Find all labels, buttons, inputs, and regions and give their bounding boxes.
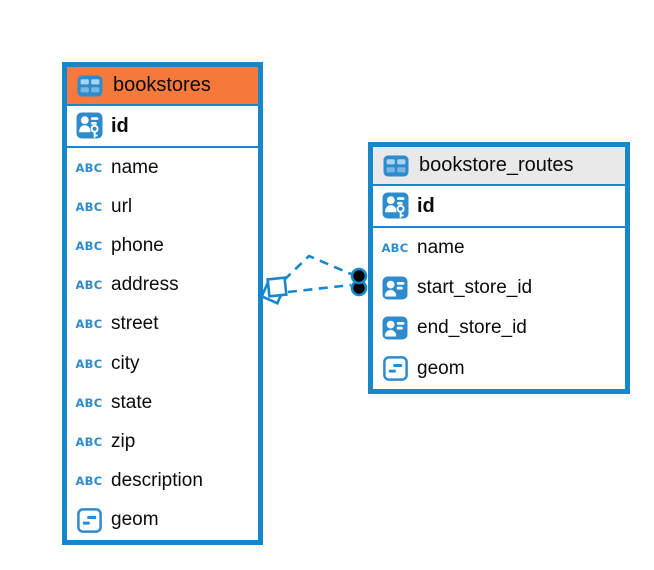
target-dot-marker[interactable] bbox=[350, 267, 368, 297]
entity-table-bookstore-routes[interactable]: bookstore_routes id ABC name start_store_i… bbox=[368, 142, 630, 394]
entity-title: bookstores bbox=[113, 74, 211, 96]
column-label: id bbox=[111, 114, 129, 137]
column-row[interactable]: ABC state bbox=[67, 383, 258, 422]
relationship-line-upper[interactable] bbox=[283, 254, 352, 281]
relationship-line-lower[interactable] bbox=[287, 283, 352, 294]
abc-icon: ABC bbox=[381, 241, 409, 256]
column-label: name bbox=[111, 156, 159, 178]
column-label: address bbox=[111, 274, 179, 296]
column-label: city bbox=[111, 352, 140, 374]
abc-icon: ABC bbox=[75, 160, 103, 175]
table-icon bbox=[381, 155, 411, 177]
column-row[interactable]: ABC city bbox=[67, 344, 258, 383]
abc-icon: ABC bbox=[75, 474, 103, 489]
entity-header[interactable]: bookstore_routes bbox=[373, 147, 625, 186]
column-row[interactable]: ABC phone bbox=[67, 226, 258, 265]
column-label: url bbox=[111, 195, 133, 217]
table-icon bbox=[75, 75, 105, 97]
column-row[interactable]: ABC address bbox=[67, 266, 258, 305]
abc-icon: ABC bbox=[75, 199, 103, 214]
column-row[interactable]: ABC street bbox=[67, 305, 258, 344]
abc-icon: ABC bbox=[75, 395, 103, 410]
column-row[interactable]: geom bbox=[67, 501, 258, 540]
column-label: phone bbox=[111, 234, 164, 256]
column-row[interactable]: ABC zip bbox=[67, 422, 258, 461]
abc-icon: ABC bbox=[75, 317, 103, 332]
primary-key-icon bbox=[380, 192, 410, 220]
column-label: geom bbox=[417, 357, 465, 379]
column-label: street bbox=[111, 313, 159, 335]
column-label: zip bbox=[111, 430, 136, 452]
column-row[interactable]: ABC name bbox=[373, 228, 625, 268]
column-label: start_store_id bbox=[417, 277, 533, 299]
abc-icon: ABC bbox=[75, 434, 103, 449]
primary-key-icon bbox=[74, 112, 104, 140]
column-label: state bbox=[111, 391, 153, 413]
column-label: geom bbox=[111, 509, 159, 531]
source-diamond-marker[interactable] bbox=[260, 276, 288, 305]
column-row[interactable]: ABC name bbox=[67, 148, 258, 187]
column-row[interactable]: ABC url bbox=[67, 187, 258, 226]
column-label: description bbox=[111, 470, 203, 492]
column-row[interactable]: ABC description bbox=[67, 462, 258, 501]
column-row-primary-key[interactable]: id bbox=[67, 106, 258, 148]
ref-icon bbox=[380, 316, 410, 340]
abc-icon: ABC bbox=[75, 356, 103, 371]
column-label: id bbox=[417, 194, 435, 217]
column-row[interactable]: geom bbox=[373, 349, 625, 389]
column-row[interactable]: end_store_id bbox=[373, 308, 625, 348]
abc-icon: ABC bbox=[75, 238, 103, 253]
entity-title: bookstore_routes bbox=[419, 154, 574, 176]
geom-icon bbox=[74, 507, 104, 533]
ref-icon bbox=[380, 276, 410, 300]
geom-icon bbox=[380, 356, 410, 382]
entity-header[interactable]: bookstores bbox=[67, 67, 258, 106]
column-label: name bbox=[417, 237, 465, 259]
column-row-primary-key[interactable]: id bbox=[373, 186, 625, 228]
column-label: end_store_id bbox=[417, 317, 527, 339]
column-row[interactable]: start_store_id bbox=[373, 268, 625, 308]
abc-icon: ABC bbox=[75, 278, 103, 293]
